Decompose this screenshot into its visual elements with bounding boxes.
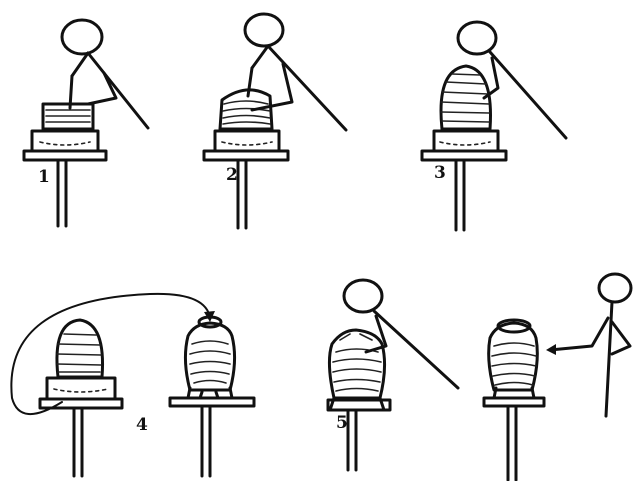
pedestal-4b <box>170 388 254 476</box>
step-label-1: 1 <box>38 167 50 187</box>
mold-4 <box>185 317 234 390</box>
stick-figure-1 <box>62 20 148 128</box>
step-label-5: 5 <box>336 413 348 433</box>
panel-3: 3 <box>422 22 566 230</box>
pedestal-1 <box>24 131 106 226</box>
stick-figure-2 <box>245 14 346 130</box>
pedestal-4a <box>40 378 122 476</box>
step-label-4: 4 <box>136 415 148 435</box>
pedestal-2 <box>204 131 288 228</box>
panel-4: 4 <box>11 294 254 476</box>
pedestal-5a <box>328 400 390 470</box>
clay-mound-2 <box>220 90 272 129</box>
step-label-2: 2 <box>226 165 238 185</box>
clay-cone-4 <box>57 320 103 377</box>
clay-block-1 <box>43 104 93 129</box>
pedestal-5b <box>484 388 544 480</box>
stick-figure-5b <box>546 274 631 416</box>
panel-1: 1 <box>24 20 148 226</box>
panel-5: 5 <box>328 274 631 480</box>
mold-5b <box>489 320 538 390</box>
step-label-3: 3 <box>434 163 446 183</box>
stick-figure-3 <box>458 22 566 138</box>
mold-5a <box>329 330 384 410</box>
panel-2: 2 <box>204 14 346 228</box>
